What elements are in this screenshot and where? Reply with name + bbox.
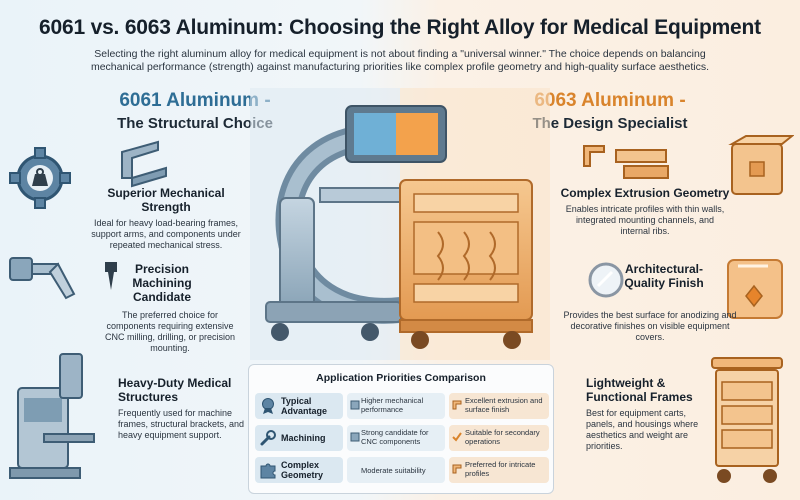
cell-6063: Preferred for intricate profiles <box>449 457 549 483</box>
feature-title: Architectural-Quality Finish <box>624 262 704 290</box>
table-row: Typical Advantage Higher mechanical perf… <box>255 393 549 419</box>
gear-weight-icon <box>9 147 71 209</box>
profile-orange-icon <box>452 400 462 410</box>
bracket-icon <box>121 140 167 188</box>
drill-icon <box>105 262 117 290</box>
cell-text: Higher mechanical performance <box>361 396 424 414</box>
feature-description: The preferred choice for components requ… <box>104 310 236 353</box>
feature-title: Heavy-Duty Medical Structures <box>118 376 232 404</box>
alloy-6063-subtitle: The Design Specialist <box>532 115 688 132</box>
cell-text: Excellent extrusion and surface finish <box>465 396 543 414</box>
t-slot-profile-icon <box>728 135 794 195</box>
row-label-cell: Typical Advantage <box>255 393 343 419</box>
feature-complex-extrusion: Complex Extrusion Geometry Enables intri… <box>560 186 730 237</box>
row-label: Typical Advantage <box>281 396 328 416</box>
cnc-tool-icon <box>9 257 76 300</box>
feature-precision-machining-desc: The preferred choice for components requ… <box>100 306 240 354</box>
cell-text: Preferred for intricate profiles <box>465 460 536 478</box>
page-title: 6061 vs. 6063 Aluminum: Choosing the Rig… <box>39 16 761 39</box>
cell-6061: Higher mechanical performance <box>347 393 445 419</box>
surface-finish-icon <box>727 259 783 319</box>
puzzle-icon <box>260 463 276 479</box>
cell-6063: Excellent extrusion and surface finish <box>449 393 549 419</box>
magnifier-icon <box>588 262 624 298</box>
comparison-title: Application Priorities Comparison <box>316 372 486 384</box>
feature-description: Frequently used for machine frames, stru… <box>118 408 245 440</box>
feature-title: Superior Mechanical Strength <box>107 186 225 214</box>
cell-text: Moderate suitability <box>361 466 426 475</box>
feature-description: Provides the best surface for anodizing … <box>563 310 737 342</box>
alloy-6061-subtitle: The Structural Choice <box>117 115 273 132</box>
feature-description: Enables intricate profiles with thin wal… <box>565 204 725 236</box>
table-row: Machining Strong candidate for CNC compo… <box>255 425 549 451</box>
cell-text: Suitable for secondary operations <box>465 428 540 446</box>
profile-blue-icon <box>350 400 360 410</box>
feature-title: Lightweight & Functional Frames <box>586 376 693 404</box>
table-row: Complex Geometry Moderate suitability Pr… <box>255 457 549 483</box>
medical-cart-icon <box>711 357 783 483</box>
profile-blue-icon <box>350 432 360 442</box>
wrench-icon <box>260 430 276 446</box>
profile-orange-icon <box>452 464 462 474</box>
page-subtitle: Selecting the right aluminum alloy for m… <box>90 48 710 73</box>
cell-6063: Suitable for secondary operations <box>449 425 549 451</box>
feature-description: Ideal for heavy load-bearing frames, sup… <box>91 218 241 250</box>
feature-precision-machining: Precision Machining Candidate <box>120 262 204 304</box>
feature-lightweight-frames: Lightweight & Functional Frames Best for… <box>586 376 706 452</box>
feature-surface-finish: Architectural-Quality Finish <box>620 262 708 290</box>
row-label-cell: Complex Geometry <box>255 457 343 483</box>
comparison-table: Application Priorities Comparison Typica… <box>248 364 554 494</box>
row-label: Complex Geometry <box>281 460 324 480</box>
feature-heavy-duty-structures: Heavy-Duty Medical Structures Frequently… <box>118 376 248 441</box>
row-label-cell: Machining <box>255 425 343 451</box>
alloy-6063-heading: 6063 Aluminum - The Design Specialist <box>515 90 705 132</box>
award-ribbon-icon <box>262 398 274 414</box>
alloy-6061-heading: 6061 Aluminum - The Structural Choice <box>100 90 290 132</box>
cell-text: Strong candidate for CNC components <box>361 428 429 446</box>
cell-6061: Strong candidate for CNC components <box>347 425 445 451</box>
feature-surface-finish-desc: Provides the best surface for anodizing … <box>560 306 740 343</box>
feature-title: Complex Extrusion Geometry <box>560 186 730 200</box>
feature-title: Precision Machining Candidate <box>132 262 192 304</box>
alloy-6061-title: 6061 Aluminum - <box>119 90 271 111</box>
row-label: Machining <box>281 433 326 443</box>
feature-description: Best for equipment carts, panels, and ho… <box>586 408 699 451</box>
cell-6061: Moderate suitability <box>347 457 445 483</box>
extrusion-profile-icon <box>583 145 669 179</box>
feature-mechanical-strength: Superior Mechanical Strength Ideal for h… <box>86 186 246 251</box>
check-orange-icon <box>452 432 462 442</box>
alloy-6063-title: 6063 Aluminum - <box>534 90 686 111</box>
c-arm-extrusion-illustration <box>250 88 550 360</box>
medical-machine-icon <box>9 353 95 479</box>
